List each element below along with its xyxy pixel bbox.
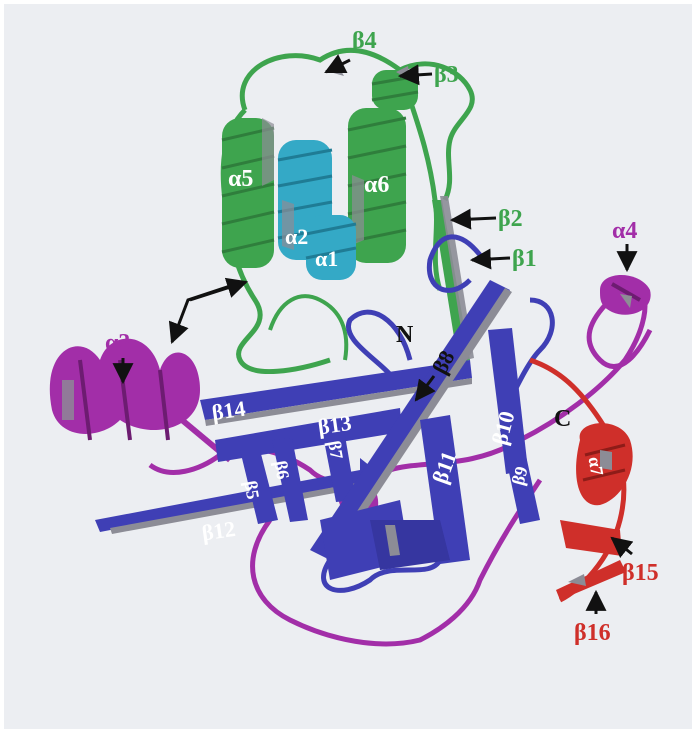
label-beta2: β2 <box>498 206 523 232</box>
label-beta12: β12 <box>200 516 237 545</box>
label-alpha2: α2 <box>285 224 308 249</box>
label-beta1: β1 <box>512 246 537 272</box>
label-beta4: β4 <box>352 28 377 54</box>
label-alpha5: α5 <box>228 166 253 192</box>
label-beta15: β15 <box>622 560 659 586</box>
label-alpha7: α7 <box>584 455 607 477</box>
label-n-term: N <box>396 322 414 348</box>
label-c-term: C <box>554 406 571 432</box>
label-beta13: β13 <box>316 410 353 439</box>
label-beta14: β14 <box>210 396 247 425</box>
label-beta16: β16 <box>574 620 611 646</box>
arrow-beta2 <box>452 218 496 220</box>
helix-alpha4 <box>600 275 651 315</box>
label-alpha3: α3 <box>105 330 130 356</box>
strand-beta16 <box>556 560 626 600</box>
label-beta5: β5 <box>240 479 263 501</box>
label-beta6: β6 <box>270 459 293 481</box>
helix-alpha5 <box>222 118 274 268</box>
label-alpha4: α4 <box>612 218 637 244</box>
green-loop-bottom <box>270 296 346 360</box>
helix-alpha3 <box>50 339 230 460</box>
label-beta7: β7 <box>324 439 347 461</box>
label-alpha1: α1 <box>315 246 338 271</box>
green-loop-right <box>410 100 440 290</box>
arrow-beta3 <box>400 74 432 76</box>
arrow-helix-loop-2 <box>190 282 246 300</box>
red-domain <box>530 360 633 600</box>
arrow-helix-loop-1 <box>172 284 236 342</box>
label-alpha6: α6 <box>364 172 389 198</box>
arrow-beta1 <box>472 258 510 260</box>
label-beta3: β3 <box>434 62 459 88</box>
